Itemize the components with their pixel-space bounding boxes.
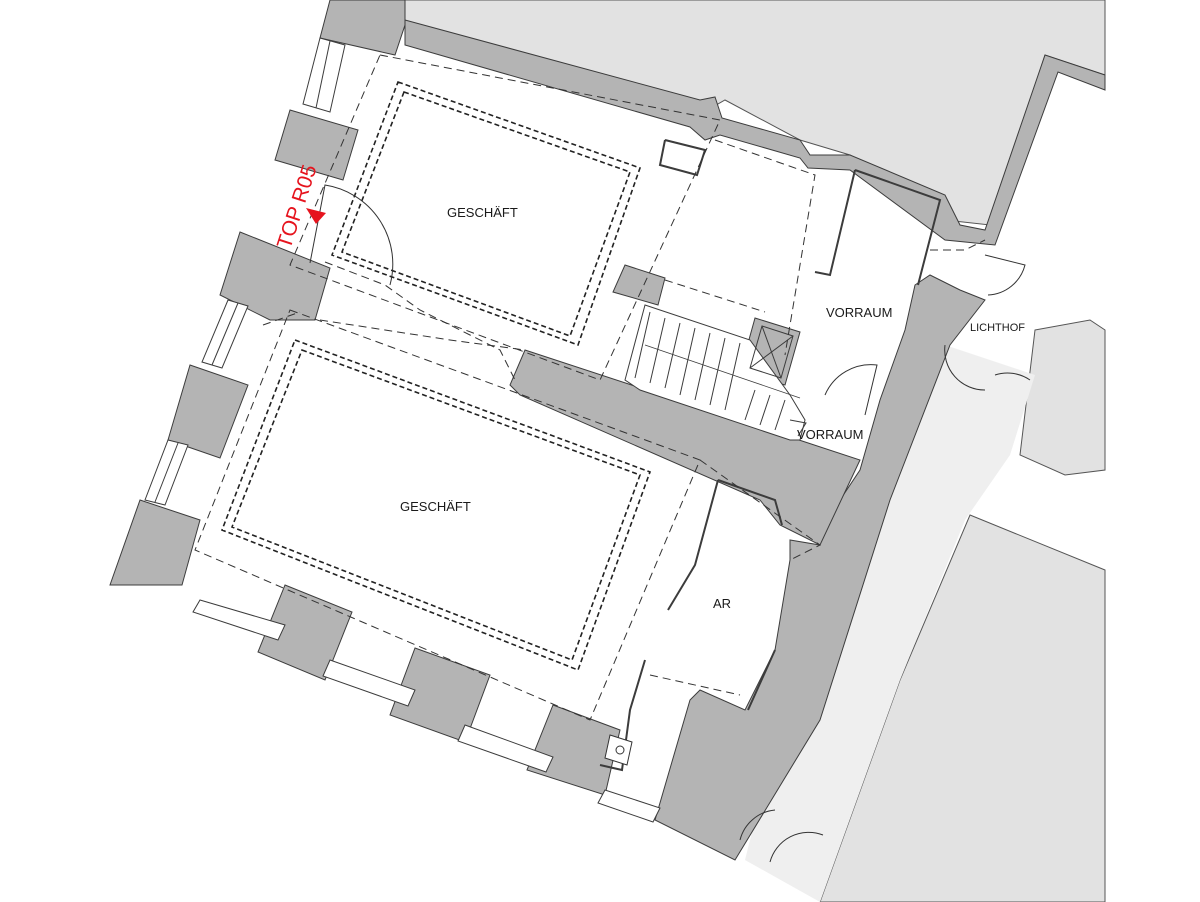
room-label-lichthof: LICHTHOF bbox=[970, 322, 1025, 334]
dashed-zones bbox=[194, 54, 986, 721]
wall-pier-1 bbox=[274, 109, 359, 181]
neighbor-buildings bbox=[404, 0, 1106, 902]
wall-east bbox=[654, 274, 986, 861]
staircase-treads bbox=[634, 311, 807, 437]
wall-interior-stub bbox=[612, 264, 666, 306]
walls bbox=[109, 0, 1106, 861]
shaft-cross bbox=[749, 325, 794, 379]
wall-pier-3 bbox=[167, 364, 249, 459]
sink-fixture bbox=[604, 734, 633, 766]
neighbor-building-east bbox=[1019, 319, 1106, 476]
room-inner-dashes bbox=[220, 80, 652, 672]
room-labels: GESCHÄFT GESCHÄFT VORRAUM VORRAUM LICHTH… bbox=[400, 205, 1025, 611]
room-label-ar: AR bbox=[713, 596, 731, 611]
room-label-vorraum-lower: VORRAUM bbox=[797, 427, 863, 442]
room-label-geschaeft-lower: GESCHÄFT bbox=[400, 499, 471, 514]
room-label-geschaeft-upper: GESCHÄFT bbox=[447, 205, 518, 220]
wall-north-west bbox=[319, 0, 406, 56]
wall-interior-diagonal bbox=[509, 349, 861, 546]
unit-marker-arrow-icon bbox=[306, 208, 326, 224]
windows bbox=[144, 37, 661, 823]
wall-north bbox=[404, 19, 1106, 246]
room-label-vorraum-upper: VORRAUM bbox=[826, 305, 892, 320]
wall-pier-4 bbox=[109, 499, 201, 586]
door-swings bbox=[309, 184, 1031, 863]
wall-pier-2 bbox=[219, 231, 331, 321]
neighbor-building-southeast bbox=[819, 514, 1106, 902]
courtyard-passage bbox=[745, 345, 1035, 902]
